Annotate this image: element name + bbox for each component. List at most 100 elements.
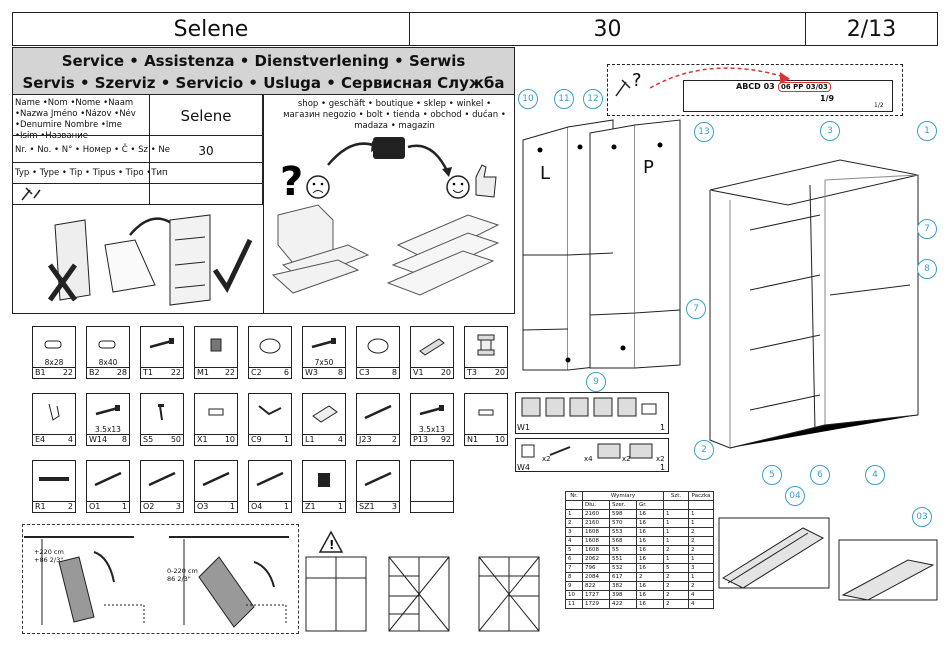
panel-label-right: P <box>643 157 654 178</box>
dims-subheader: Szer. <box>609 500 637 510</box>
part-divider <box>411 501 453 502</box>
label-fraction: 1/9 <box>820 94 835 103</box>
door-panels-illustration <box>522 119 681 371</box>
part-divider <box>303 434 345 435</box>
table-cell: 11 <box>565 599 583 609</box>
dims-header-szt: Szt. <box>663 491 689 501</box>
shop-text: shop • geschäft • boutique • sklep • win… <box>283 99 506 131</box>
part-code: S5 <box>143 435 154 444</box>
table-cell: 2 <box>663 581 689 591</box>
table-cell: 2084 <box>582 572 610 582</box>
table-cell: 2 <box>663 590 689 600</box>
callout-13: 13 <box>694 122 714 142</box>
part-card-empty <box>410 460 454 513</box>
table-cell: 822 <box>582 581 610 591</box>
part-divider <box>303 367 345 368</box>
w1-hardware-icon <box>521 397 657 417</box>
table-cell: 1 <box>663 527 689 537</box>
w4-mult-1: x2 <box>542 455 551 463</box>
cam-lock-icon <box>210 338 222 352</box>
table-cell: 16 <box>636 581 664 591</box>
part-code: O2 <box>143 502 155 511</box>
part-code: W3 <box>305 368 318 377</box>
callout-7b: 7 <box>686 299 706 319</box>
part-code: P13 <box>413 435 429 444</box>
table-cell: 16 <box>636 545 664 555</box>
part-code: E4 <box>35 435 46 444</box>
part-divider <box>357 501 399 502</box>
part-qty: 4 <box>337 435 343 444</box>
part-divider <box>87 434 129 435</box>
part-code: O3 <box>197 502 209 511</box>
part-qty: 8 <box>391 368 397 377</box>
part-dimension: 8x28 <box>44 358 64 367</box>
part-divider <box>249 434 291 435</box>
part-qty: 28 <box>116 368 127 377</box>
table-cell: 1608 <box>582 545 610 555</box>
table-cell: 5 <box>565 545 583 555</box>
table-cell: 2160 <box>582 509 610 519</box>
table-cell: 7 <box>565 563 583 573</box>
part-divider <box>33 367 75 368</box>
table-cell: 2 <box>663 545 689 555</box>
table-cell: 1 <box>688 572 714 582</box>
table-cell: 2 <box>688 581 714 591</box>
lock-icon <box>318 473 330 487</box>
rail-icon <box>148 471 176 487</box>
table-cell: 16 <box>636 599 664 609</box>
table-cell: 553 <box>609 527 637 537</box>
panel-label-left: L <box>540 163 551 184</box>
part-divider <box>411 434 453 435</box>
table-cell: 617 <box>609 572 637 582</box>
part-divider <box>195 367 237 368</box>
part-code: N1 <box>467 435 479 444</box>
table-cell: 2 <box>663 572 689 582</box>
part-qty: 1 <box>337 502 343 511</box>
part-divider <box>141 367 183 368</box>
table-cell: 4 <box>565 536 583 546</box>
svg-text:?: ? <box>632 70 642 91</box>
rail-icon <box>364 471 392 487</box>
part-qty: 10 <box>494 435 505 444</box>
part-code: W14 <box>89 435 108 444</box>
wrench-icon <box>258 405 282 416</box>
callout-2: 2 <box>694 440 714 460</box>
dowel-icon <box>98 340 116 349</box>
table-cell: 1 <box>663 518 689 528</box>
table-cell: 3 <box>688 563 714 573</box>
part-divider <box>195 501 237 502</box>
table-cell: 16 <box>636 563 664 573</box>
svg-text:!: ! <box>329 538 334 552</box>
bag-icon <box>312 405 338 423</box>
table-cell: 1608 <box>582 536 610 546</box>
dims-subheader <box>565 500 583 510</box>
table-cell: 1 <box>688 554 714 564</box>
table-cell: 1 <box>663 509 689 519</box>
table-cell: 382 <box>609 581 637 591</box>
part-qty: 3 <box>175 502 181 511</box>
part-qty: 1 <box>121 502 127 511</box>
part-qty: 8 <box>337 368 343 377</box>
part-qty: 50 <box>170 435 181 444</box>
label-qty: 1/2 <box>874 102 884 109</box>
screw-icon <box>419 405 444 416</box>
wardrobe-illustration <box>709 159 919 449</box>
table-cell: 4 <box>688 590 714 600</box>
part-divider <box>357 367 399 368</box>
screw-icon <box>311 338 336 349</box>
screw-icon <box>149 338 174 349</box>
part-divider <box>357 434 399 435</box>
w1-code: W1 <box>517 423 530 432</box>
